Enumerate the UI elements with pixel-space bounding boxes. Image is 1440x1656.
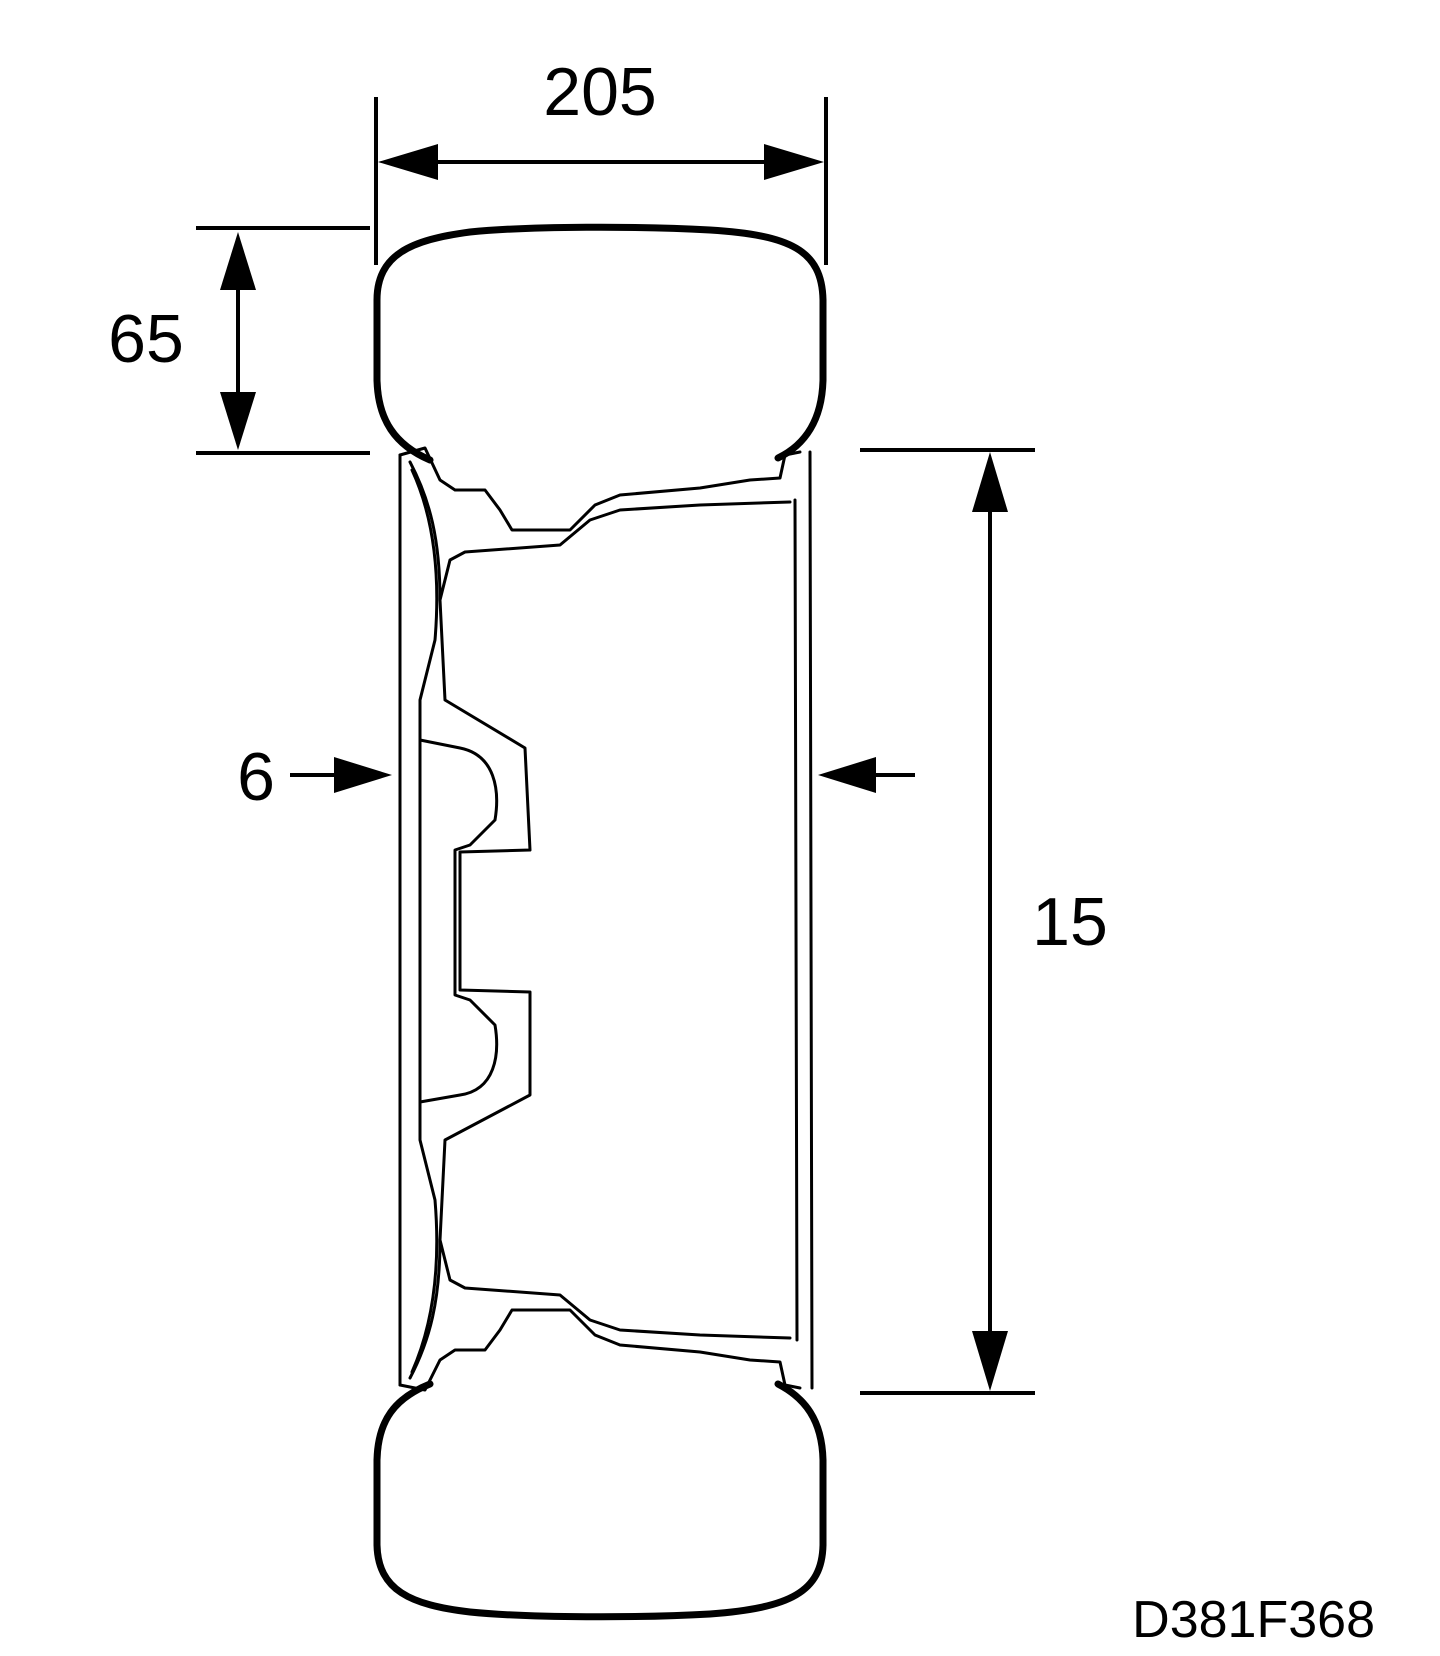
rim-flange-left-inner [410,468,439,1374]
rim-inner-upper [408,460,792,602]
wheel-rim [398,446,814,1392]
arrowhead-bottom [220,392,256,450]
arrowhead-bottom [972,1331,1008,1391]
arrowhead-top [220,232,256,290]
aspect-ratio-label: 65 [108,301,184,377]
rim-width-label: 6 [237,739,275,815]
rim-profile-lower [398,1308,802,1392]
tyre-section-lower [373,1380,827,1621]
arrowhead-top [972,452,1008,512]
rim-diameter-label: 15 [1032,884,1108,960]
figure-code: D381F368 [1132,1591,1375,1649]
arrowhead-left [378,144,438,180]
rim-flange-right-inner [793,498,799,1342]
rim-flange-right-outer [808,450,814,1390]
dimension-tyre-width: 205 [374,54,828,265]
rim-disc [438,598,532,1242]
arrowhead-right [764,144,824,180]
rim-hub-profile [418,738,499,1104]
rim-profile-upper [398,446,802,532]
dimension-aspect-ratio: 65 [108,226,370,455]
tyre-section-upper [373,223,827,464]
rim-inner-lower [408,1238,792,1380]
arrowhead-left [334,757,392,793]
tyre-width-label: 205 [543,54,656,130]
dimension-rim-diameter: 15 [860,448,1108,1395]
arrowhead-right [818,757,876,793]
dimension-rim-width: 6 [237,739,915,815]
